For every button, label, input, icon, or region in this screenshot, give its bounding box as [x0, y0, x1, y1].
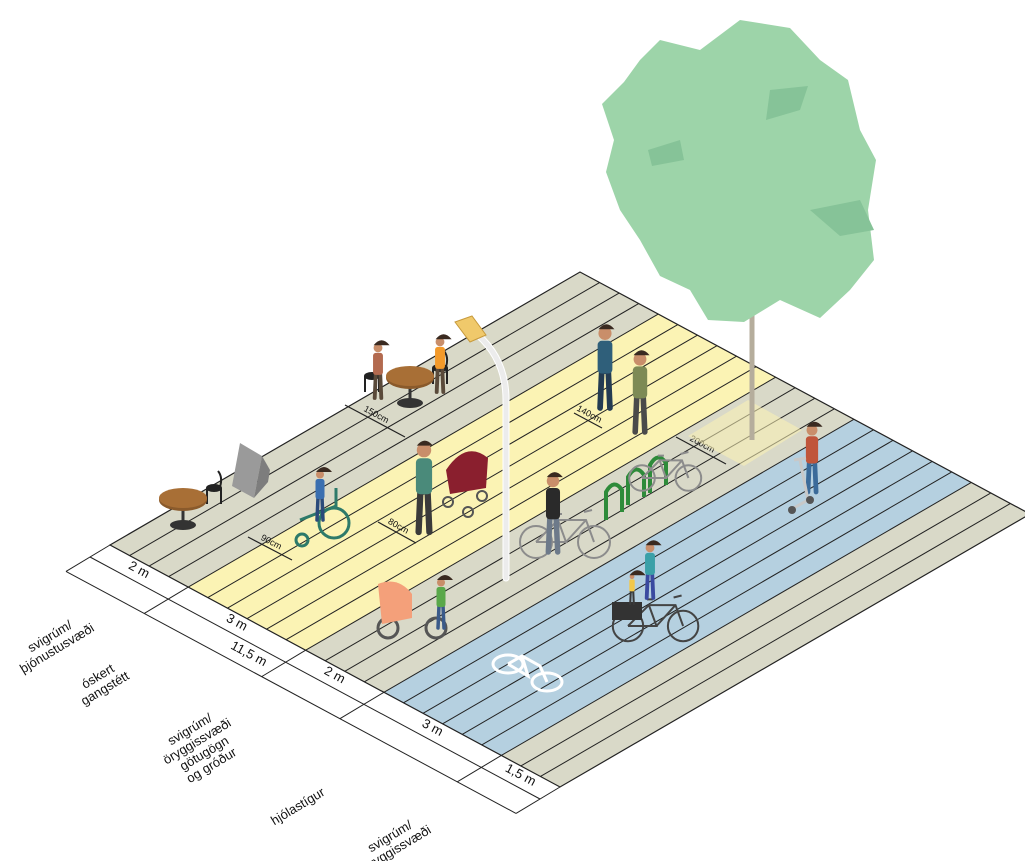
zone-name-label: hjólastígur: [268, 784, 328, 828]
person-torso: [416, 458, 432, 494]
scooter-wheel: [806, 496, 814, 504]
person-torso: [645, 553, 655, 575]
zone-name-label: óskertgangstétt: [71, 656, 132, 709]
table-top-face: [159, 488, 207, 508]
scooter-wheel: [788, 506, 796, 514]
person-torso: [373, 353, 383, 375]
person-torso: [806, 436, 818, 463]
person-torso: [598, 341, 613, 374]
table-base: [397, 398, 423, 408]
dimension-tick: [66, 545, 110, 571]
zone-name-line: hjólastígur: [268, 784, 328, 828]
person-torso: [633, 366, 647, 398]
tree-canopy: [602, 20, 876, 322]
person-torso: [546, 488, 560, 519]
child-seat-box: [612, 602, 642, 620]
zone-name-label: svigrúm/öryggissvæði: [353, 810, 434, 861]
dimension-tick: [340, 692, 384, 718]
dimension-tick: [457, 755, 501, 781]
table-top-face: [386, 366, 434, 386]
person-hair: [436, 334, 452, 339]
person-torso: [629, 579, 634, 591]
zone-name-label: svigrúm/þjónustusvæði: [10, 608, 97, 676]
dimension-tick: [516, 787, 560, 813]
person-torso: [316, 479, 325, 499]
person-torso: [435, 347, 445, 369]
person-hair: [374, 340, 390, 345]
person-torso: [437, 587, 446, 607]
dimension-tick: [144, 587, 188, 613]
zone-name-label: svigrúm/öryggissvæðigötugögnog gróður: [153, 703, 248, 791]
table-base: [170, 520, 196, 530]
